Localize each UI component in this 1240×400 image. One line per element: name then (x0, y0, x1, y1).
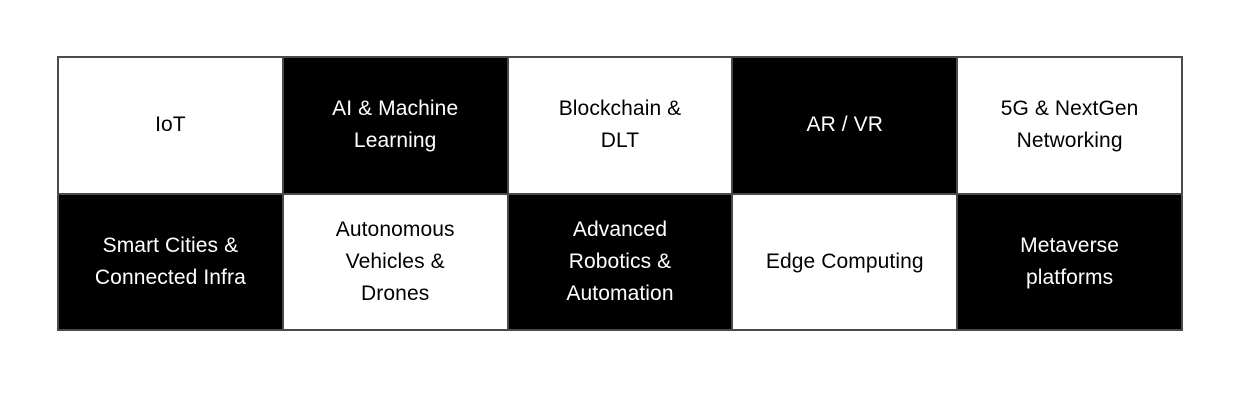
cell-ai-machine-learning: AI & Machine Learning (282, 57, 508, 194)
cell-label: AR / VR (806, 113, 884, 137)
cell-smart-cities-connected-infra: Smart Cities & Connected Infra (58, 193, 283, 330)
cell-label: Advanced Robotics & Automation (566, 217, 674, 305)
cell-edge-computing: Edge Computing (732, 193, 958, 330)
cell-label: Autonomous Vehicles & Drones (335, 217, 455, 305)
cell-label: AI & Machine Learning (332, 97, 459, 153)
cell-ar-vr: AR / VR (732, 57, 958, 194)
cell-label: 5G & NextGen Networking (1000, 97, 1139, 153)
cell-label: IoT (155, 113, 186, 137)
cell-blockchain-dlt: Blockchain & DLT (507, 57, 733, 194)
cell-5g-nextgen-networking: 5G & NextGen Networking (957, 57, 1182, 194)
cell-label: Edge Computing (765, 249, 924, 273)
cell-label: Metaverse platforms (1020, 233, 1120, 289)
cell-metaverse-platforms: Metaverse platforms (957, 193, 1182, 330)
tech-category-grid: IoT AI & Machine Learning Blockchain & D… (57, 56, 1183, 331)
cell-iot: IoT (58, 57, 283, 194)
cell-label: Blockchain & DLT (558, 97, 682, 153)
cell-label: Smart Cities & Connected Infra (94, 233, 246, 289)
cell-autonomous-vehicles-drones: Autonomous Vehicles & Drones (282, 193, 508, 330)
cell-advanced-robotics-automation: Advanced Robotics & Automation (507, 193, 733, 330)
